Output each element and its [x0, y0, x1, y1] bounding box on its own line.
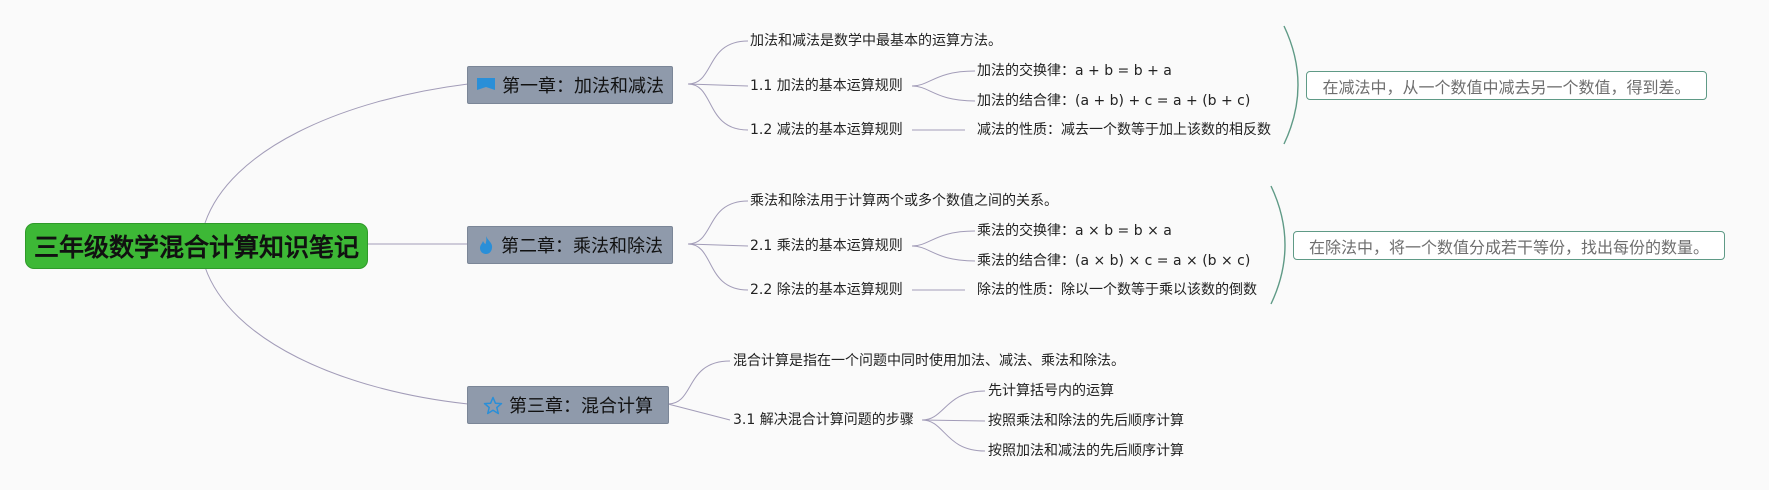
section-3-1-label[interactable]: 3.1 解决混合计算问题的步骤	[733, 412, 914, 428]
section-2-2-item-1[interactable]: 除法的性质：除以一个数等于乘以该数的倒数	[977, 282, 1257, 298]
chapter-2-summary-text: 在除法中，将一个数值分成若干等份，找出每份的数量。	[1308, 237, 1709, 257]
section-2-2-label[interactable]: 2.2 除法的基本运算规则	[750, 282, 903, 298]
section-3-1-item-3[interactable]: 按照加法和减法的先后顺序计算	[988, 443, 1184, 459]
section-1-1-item-1[interactable]: 加法的交换律：a + b = b + a	[977, 63, 1172, 79]
section-2-1-item-2[interactable]: 乘法的结合律：(a × b) × c = a × (b × c)	[977, 253, 1251, 269]
chapter-1-title: 第一章：加法和减法	[502, 76, 664, 97]
chapter-2-topic[interactable]: 第二章：乘法和除法	[467, 226, 673, 264]
section-1-2-label[interactable]: 1.2 减法的基本运算规则	[750, 122, 903, 138]
chapter-2-intro[interactable]: 乘法和除法用于计算两个或多个数值之间的关系。	[750, 193, 1058, 209]
section-3-1-item-2[interactable]: 按照乘法和除法的先后顺序计算	[988, 413, 1184, 429]
chapter-3-title: 第三章：混合计算	[509, 396, 653, 417]
section-1-1-item-2[interactable]: 加法的结合律：(a + b) + c = a + (b + c)	[977, 93, 1251, 109]
section-1-1-label[interactable]: 1.1 加法的基本运算规则	[750, 78, 903, 94]
star-icon	[483, 396, 503, 415]
flame-icon	[477, 235, 495, 255]
section-2-1-item-1[interactable]: 乘法的交换律：a × b = b × a	[977, 223, 1172, 239]
chapter-2-summary[interactable]: 在除法中，将一个数值分成若干等份，找出每份的数量。	[1293, 231, 1725, 260]
chapter-1-topic[interactable]: 第一章：加法和减法	[467, 66, 673, 104]
section-3-1-item-1[interactable]: 先计算括号内的运算	[988, 383, 1114, 399]
section-1-2-item-1[interactable]: 减法的性质：减去一个数等于加上该数的相反数	[977, 122, 1271, 138]
root-topic[interactable]: 三年级数学混合计算知识笔记	[25, 223, 368, 269]
chapter-3-intro[interactable]: 混合计算是指在一个问题中同时使用加法、减法、乘法和除法。	[733, 353, 1125, 369]
chapter-3-topic[interactable]: 第三章：混合计算	[467, 386, 669, 424]
chapter-2-title: 第二章：乘法和除法	[501, 236, 663, 257]
flag-icon	[476, 76, 496, 94]
chapter-1-intro[interactable]: 加法和减法是数学中最基本的运算方法。	[750, 33, 1002, 49]
root-title: 三年级数学混合计算知识笔记	[33, 233, 359, 262]
chapter-1-summary-text: 在减法中，从一个数值中减去另一个数值，得到差。	[1322, 77, 1691, 97]
chapter-1-summary[interactable]: 在减法中，从一个数值中减去另一个数值，得到差。	[1306, 71, 1707, 100]
section-2-1-label[interactable]: 2.1 乘法的基本运算规则	[750, 238, 903, 254]
